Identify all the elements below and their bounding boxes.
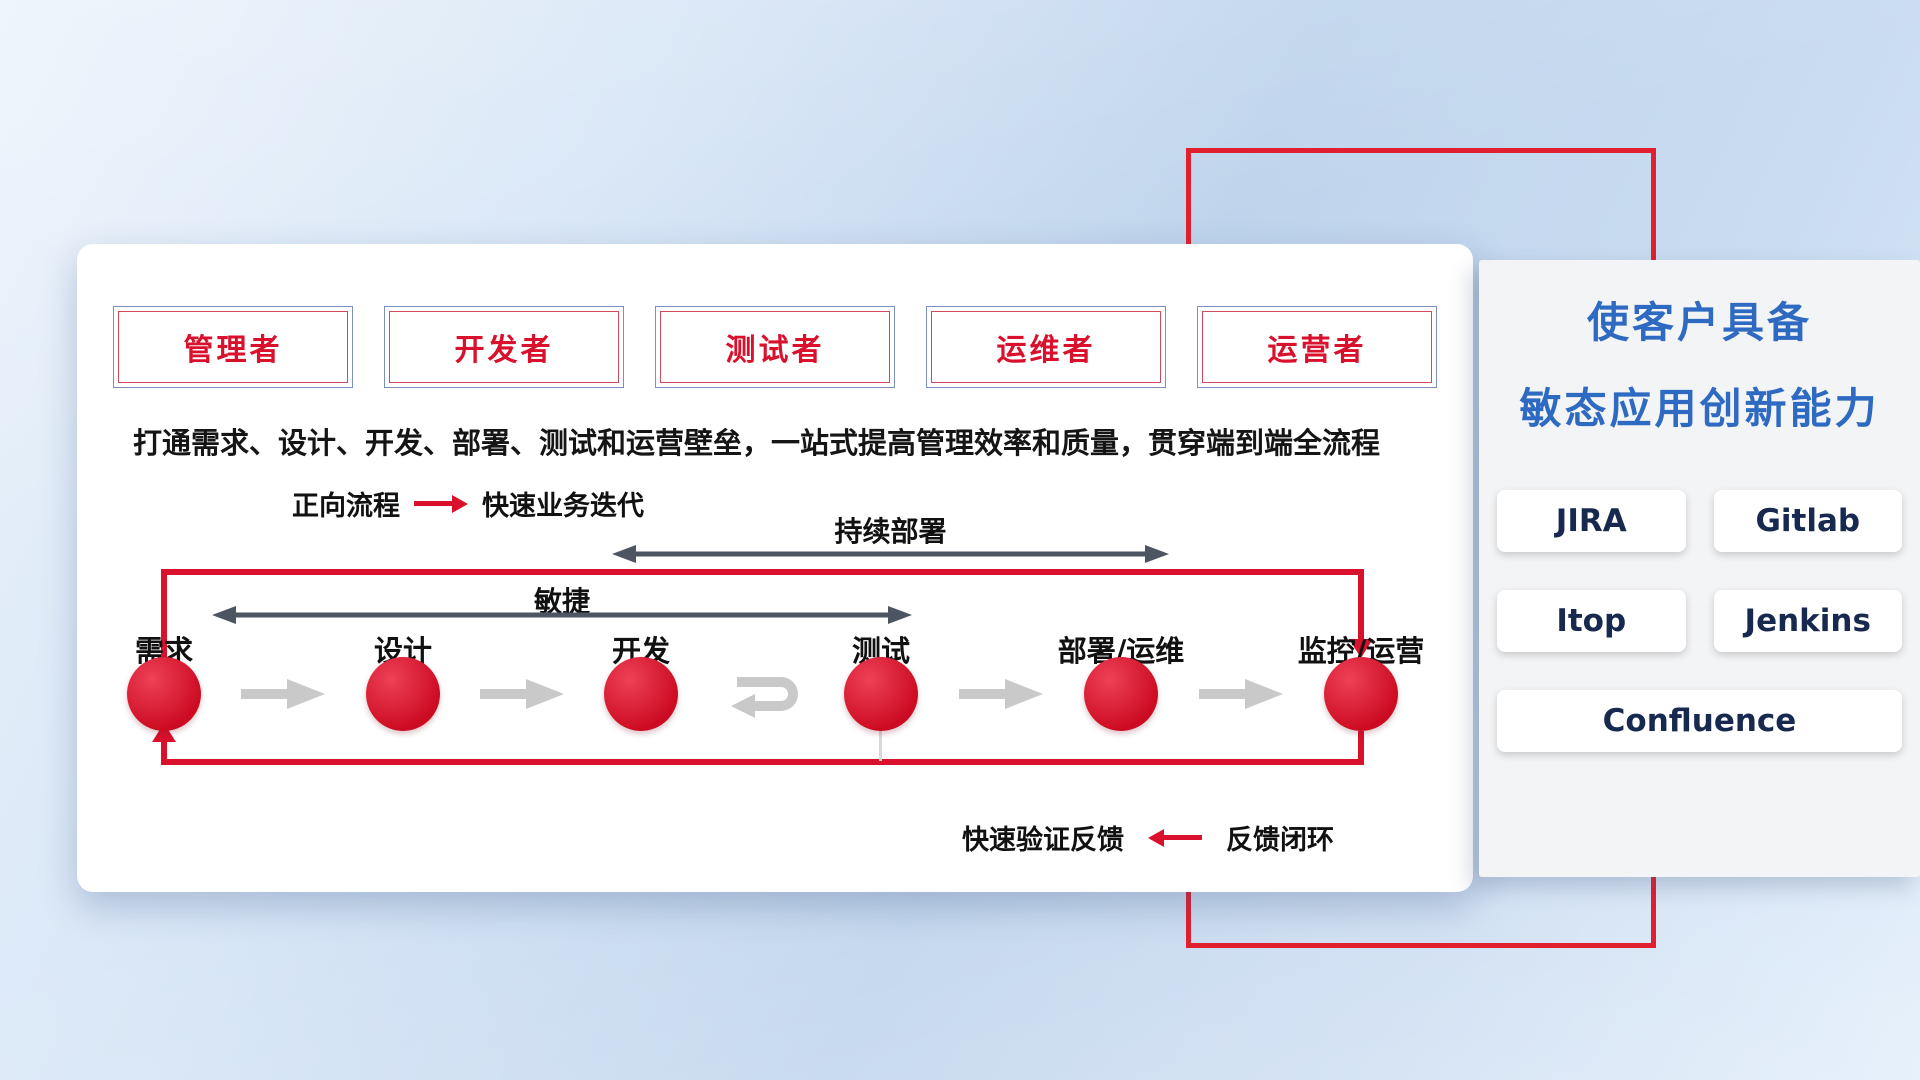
forward-flow-desc: 快速业务迭代: [482, 491, 644, 522]
feedback-loop-line-left: [161, 742, 167, 765]
tool-confluence: Confluence: [1497, 690, 1902, 752]
continuous-deploy-label: 持续部署: [834, 515, 947, 548]
red-right-arrow-icon: [414, 494, 468, 513]
role-box-business-ops: 运营者: [1197, 306, 1437, 388]
flow-arrow-icon: [480, 679, 564, 709]
stage-node-design: [366, 657, 440, 731]
role-label: 管理者: [118, 311, 348, 383]
tool-itop: Itop: [1497, 590, 1686, 652]
tool-row: Itop Jenkins: [1497, 590, 1902, 652]
stage-node-test: [844, 657, 918, 731]
roles-row: 管理者 开发者 测试者 运维者 运营者: [113, 306, 1437, 388]
role-label: 运营者: [1202, 311, 1432, 383]
flow-arrow-icon: [241, 679, 325, 709]
capability-panel: 使客户具备 敏态应用创新能力 JIRA Gitlab Itop Jenkins …: [1479, 260, 1920, 877]
flow-arrow-icon: [959, 679, 1043, 709]
forward-loop-line-right: [1358, 569, 1364, 641]
stage-node-deploy-ops: [1084, 657, 1158, 731]
card-subtitle: 打通需求、设计、开发、部署、测试和运营壁垒，一站式提高管理效率和质量，贯穿端到端…: [133, 426, 1381, 460]
forward-flow-label: 正向流程: [292, 491, 400, 522]
tool-row: JIRA Gitlab: [1497, 490, 1902, 552]
role-label: 运维者: [931, 311, 1161, 383]
stage-node-develop: [604, 657, 678, 731]
panel-title-line1: 使客户具备: [1586, 298, 1812, 347]
red-left-arrow-icon: [1148, 828, 1202, 847]
continuous-deploy-double-arrow-icon: [612, 545, 1169, 563]
role-label: 开发者: [389, 311, 619, 383]
feedback-loop-line-bottom: [161, 759, 1364, 765]
flow-arrow-icon: [1199, 679, 1283, 709]
feedback-loop-line-right: [1358, 731, 1364, 765]
tool-jenkins: Jenkins: [1713, 590, 1902, 652]
tool-gitlab: Gitlab: [1713, 490, 1902, 552]
role-label: 测试者: [660, 311, 890, 383]
legend-forward: 正向流程 快速业务迭代: [292, 484, 644, 523]
role-box-tester: 测试者: [655, 306, 895, 388]
tool-row: Confluence: [1497, 690, 1902, 752]
devops-flow-card: 管理者 开发者 测试者 运维者 运营者 打通需求、设计、开发、部署、测试和运营壁…: [77, 244, 1473, 892]
tool-jira: JIRA: [1497, 490, 1686, 552]
agile-double-arrow-icon: [212, 606, 912, 624]
forward-loop-line-top: [161, 569, 1364, 575]
forward-loop-arrowhead-icon: [1349, 639, 1373, 658]
legend-feedback: 快速验证反馈 反馈闭环: [962, 818, 1334, 857]
stage-node-monitor-ops: [1324, 657, 1398, 731]
feedback-desc: 快速验证反馈: [962, 825, 1124, 856]
iteration-loop-icon: [731, 677, 798, 718]
test-feedback-stub-line: [879, 731, 882, 761]
panel-title-line2: 敏态应用创新能力: [1519, 384, 1880, 433]
role-box-manager: 管理者: [113, 306, 353, 388]
tool-list: JIRA Gitlab Itop Jenkins Confluence: [1479, 490, 1920, 752]
role-box-developer: 开发者: [384, 306, 624, 388]
role-box-operator: 运维者: [926, 306, 1166, 388]
feedback-label: 反馈闭环: [1226, 825, 1334, 856]
forward-loop-line-left: [161, 569, 167, 659]
stage-node-requirements: [127, 657, 201, 731]
